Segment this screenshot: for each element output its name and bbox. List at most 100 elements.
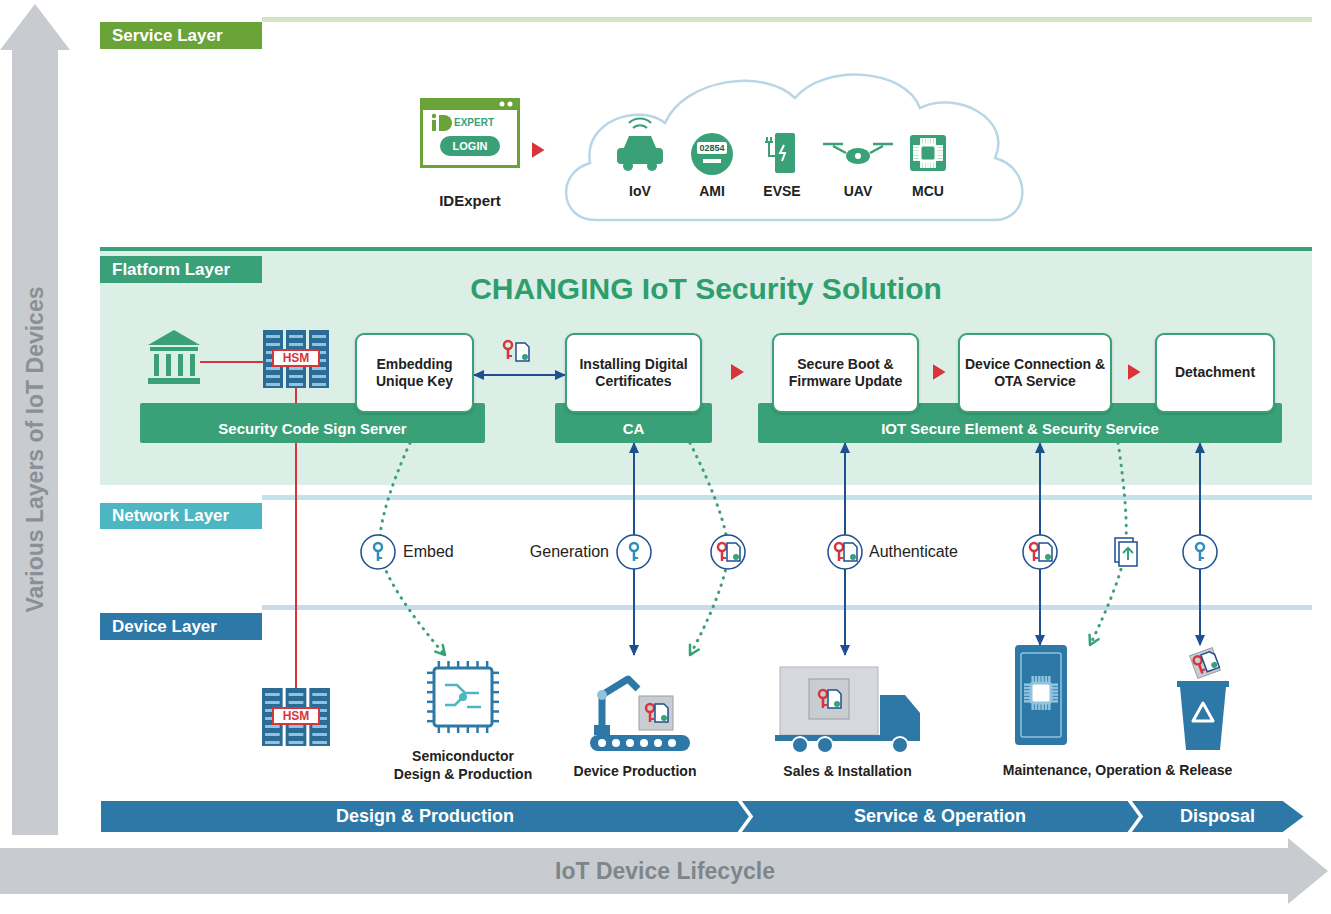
node-text: MCU: [903, 183, 953, 199]
key-badge: [1115, 538, 1137, 566]
drawn-shape: [923, 138, 926, 145]
drawn-shape: [775, 133, 795, 173]
drawn-shape: [467, 726, 470, 733]
process-box: Installing Digital Certificates: [565, 333, 702, 413]
node-text: Flatform Layer: [100, 256, 262, 283]
drawn-shape: [913, 145, 920, 148]
login-window: EXPERTIDExpertLOGIN: [420, 98, 520, 168]
node-text: Network Layer: [112, 506, 229, 526]
drawn-shape: [1033, 551, 1036, 561]
drawn-shape: [1051, 697, 1058, 700]
node-text: IDExpert: [405, 192, 535, 209]
phase-chevron: Design & Production: [100, 800, 750, 833]
drawn-shape: [936, 156, 943, 159]
drawn-shape: [920, 138, 923, 145]
drawn-shape: [438, 726, 441, 733]
drawn-shape: [823, 144, 893, 153]
semiconductor-stage: Semiconductor Design & Production: [388, 655, 538, 790]
drawn-shape: [928, 161, 931, 168]
drawn-shape: [597, 690, 607, 700]
drawn-shape: [289, 725, 304, 728]
drawn-shape: [602, 679, 638, 731]
drawn-shape: [703, 159, 721, 163]
drawn-shape: [100, 800, 750, 833]
drawn-shape: [598, 739, 606, 747]
connector: [520, 149, 555, 151]
drawn-shape: [427, 691, 434, 694]
drawn-shape: [457, 726, 460, 733]
edge-label: Embed: [400, 542, 457, 562]
bank-icon: [148, 330, 200, 384]
node-text: Detachment: [1175, 364, 1255, 382]
drawn-shape: [1196, 543, 1204, 551]
drawn-shape: [1024, 700, 1031, 703]
drawn-shape: [1130, 800, 1305, 833]
process-box: Embedding Unique Key: [355, 333, 474, 413]
drawn-shape: [1051, 690, 1058, 693]
drawn-shape: [1045, 703, 1048, 710]
drawn-shape: [476, 661, 479, 668]
edge-label: Generation: [506, 542, 612, 562]
drawn-shape: [289, 693, 304, 696]
drawn-shape: [835, 543, 843, 551]
hsm-server: HSM: [262, 688, 330, 746]
drawn-shape: [486, 661, 489, 668]
drawn-shape: [312, 701, 327, 704]
drawn-shape: [647, 161, 657, 171]
drawn-shape: [925, 161, 928, 168]
drawn-shape: [626, 739, 634, 747]
drawn-shape: [289, 701, 304, 704]
key-badge: [828, 535, 862, 569]
drawn-shape: [265, 733, 280, 736]
node-text: EXPERT: [454, 117, 516, 128]
drawn-shape: [289, 741, 304, 744]
drawn-shape: [150, 347, 198, 351]
drawn-shape: [650, 718, 654, 720]
drawn-shape: [1190, 648, 1221, 679]
drawn-shape: [933, 138, 936, 145]
drawn-shape: [617, 535, 651, 569]
drawn-shape: [630, 543, 638, 551]
drawn-shape: [467, 661, 470, 668]
drawn-shape: [1031, 703, 1034, 710]
axis-arrow: [0, 4, 70, 835]
drawn-shape: [913, 158, 920, 161]
drawn-shape: [1024, 687, 1031, 690]
drawn-shape: [1031, 676, 1034, 683]
drawn-shape: [668, 739, 676, 747]
drawn-shape: [612, 739, 620, 747]
phase-chevron: Disposal: [1130, 800, 1305, 833]
drawn-shape: [148, 378, 200, 384]
login-button: LOGIN: [440, 136, 500, 156]
drawn-shape: [445, 685, 481, 707]
drawn-shape: [1031, 683, 1051, 703]
drawn-shape: [817, 737, 833, 753]
drawn-shape: [1038, 676, 1041, 683]
drawn-shape: [427, 720, 434, 723]
drawn-shape: [920, 161, 923, 168]
node-illustration: [420, 98, 520, 168]
drawn-shape: [654, 739, 662, 747]
drawn-shape: [265, 693, 280, 696]
drawn-shape: [178, 354, 183, 376]
drawn-shape: [492, 691, 499, 694]
connector: [1112, 371, 1155, 373]
drawn-shape: [289, 335, 303, 338]
drawn-shape: [1039, 543, 1052, 561]
certificate-icon: [504, 341, 529, 361]
drawn-shape: [1190, 648, 1221, 679]
drawn-shape: [427, 701, 434, 704]
drawn-shape: [913, 148, 920, 151]
drawn-shape: [289, 375, 303, 378]
drawn-shape: [629, 119, 651, 128]
maintenance-stage: Maintenance, Operation & Release: [975, 645, 1260, 785]
layer-line: [262, 605, 1312, 610]
drawn-shape: [377, 551, 380, 561]
drawn-shape: [1038, 703, 1041, 710]
drawn-shape: [432, 120, 436, 131]
drawn-shape: [936, 148, 943, 151]
drawn-shape: [923, 161, 926, 168]
drawn-shape: [661, 715, 667, 721]
drawn-shape: [740, 800, 1140, 833]
